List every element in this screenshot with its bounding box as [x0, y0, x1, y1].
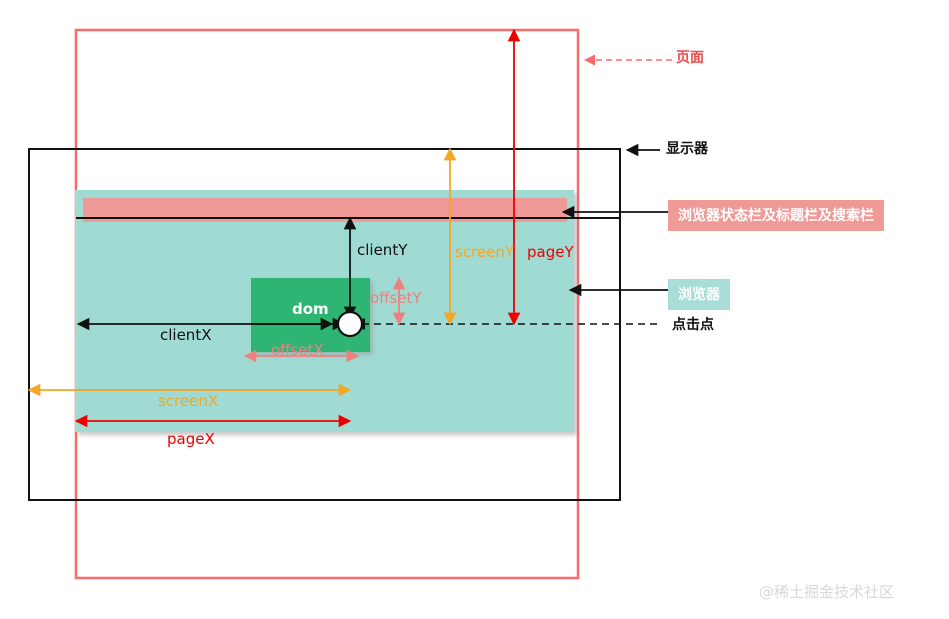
click-point-marker: [336, 310, 364, 338]
client-x-label: clientX: [160, 326, 212, 344]
screen-y-label: screenY: [455, 243, 515, 261]
monitor-callout-label: 显示器: [666, 141, 708, 157]
dom-element-label: dom: [292, 300, 329, 318]
client-y-label: clientY: [357, 241, 408, 259]
page-y-label: pageY: [527, 243, 574, 261]
offset-y-label: offsetY: [370, 289, 422, 307]
click-point-callout-label: 点击点: [672, 317, 714, 333]
watermark: @稀土掘金技术社区: [759, 583, 895, 601]
browser-chrome-callout-chip: 浏览器状态栏及标题栏及搜索栏: [668, 200, 884, 231]
page-x-label: pageX: [167, 430, 215, 448]
page-callout-label: 页面: [676, 50, 704, 66]
browser-callout-chip: 浏览器: [668, 279, 730, 310]
screen-x-label: screenX: [158, 392, 219, 410]
offset-x-label: offsetX: [271, 341, 324, 359]
